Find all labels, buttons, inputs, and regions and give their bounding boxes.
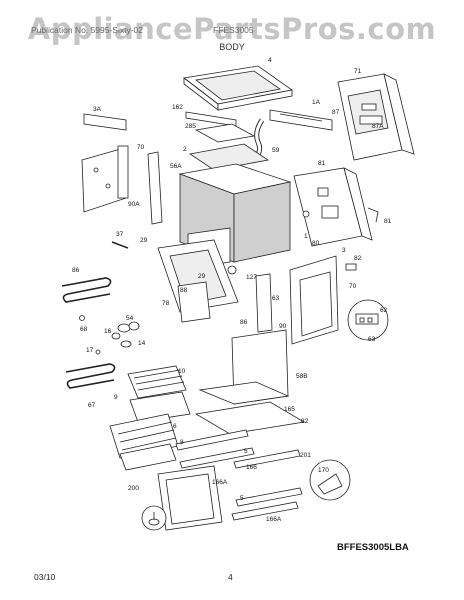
anti-tip-bracket[interactable] — [309, 459, 351, 501]
callout: 62 — [380, 307, 388, 314]
callout: 201 — [300, 452, 311, 459]
callout: 82 — [354, 255, 362, 262]
side-panel-left[interactable] — [177, 281, 211, 323]
light-socket[interactable] — [227, 265, 237, 275]
diagram-code: BFFES3005LBA — [337, 542, 409, 553]
page-number: 4 — [228, 572, 233, 582]
screw-17[interactable] — [95, 349, 101, 355]
drawer-slides[interactable] — [175, 429, 303, 521]
callout: 67 — [88, 402, 96, 409]
callout: 82 — [301, 418, 309, 425]
callout: 86 — [240, 319, 248, 326]
model-number: FFES3005 — [213, 25, 254, 35]
callout: 86 — [72, 267, 80, 274]
callout: 87A — [372, 123, 384, 130]
oven-body[interactable] — [178, 163, 292, 269]
screw[interactable] — [79, 315, 85, 321]
insulation-top[interactable] — [194, 123, 256, 143]
side-strip[interactable] — [147, 151, 163, 225]
callout: 127 — [246, 274, 257, 281]
callout: 6 — [173, 423, 177, 430]
callout: 17 — [86, 347, 94, 354]
callout: 9 — [114, 394, 118, 401]
callout: 8 — [180, 439, 184, 446]
bake-element-top[interactable] — [61, 277, 112, 303]
callout: 10 — [178, 368, 186, 375]
gas-fitting[interactable] — [111, 321, 140, 348]
callout: 80 — [312, 240, 320, 247]
broil-pan-rack[interactable] — [127, 365, 187, 399]
wire — [367, 207, 379, 223]
watermark: AppliancePartsPros.com — [27, 12, 437, 46]
base-tray[interactable] — [194, 401, 306, 435]
callout: 87 — [332, 109, 340, 116]
callout: 1A — [312, 99, 321, 106]
callout: 56A — [170, 163, 182, 170]
callout: 1 — [304, 233, 308, 240]
callout: 88 — [180, 287, 188, 294]
callout: 166A — [212, 479, 228, 486]
callout: 166A — [266, 516, 282, 523]
probe[interactable] — [111, 241, 129, 249]
side-panel-right[interactable] — [255, 273, 273, 333]
rear-rail[interactable] — [269, 109, 333, 131]
callout: 70 — [349, 283, 357, 290]
callout: 58B — [296, 373, 308, 380]
callout: 54 — [126, 315, 134, 322]
callout: 285 — [185, 123, 196, 130]
oven-racks[interactable] — [109, 413, 179, 471]
callout: 3A — [93, 106, 102, 113]
footer-date: 03/10 — [34, 572, 56, 582]
control-panel[interactable] — [337, 73, 415, 161]
callout: 5 — [240, 495, 244, 502]
callout: 166 — [246, 464, 257, 471]
callout: 16 — [104, 328, 112, 335]
callout: 78 — [162, 300, 170, 307]
callout: 59 — [272, 147, 280, 154]
callout-labels: 4 71 162 1A 3A 87 87A 285 2 59 70 56A 81… — [72, 57, 392, 523]
callout: 162 — [172, 104, 183, 111]
callout: 3 — [342, 247, 346, 254]
storage-drawer[interactable] — [157, 465, 223, 531]
callout: 5 — [244, 448, 248, 455]
callout: 2 — [183, 146, 187, 153]
leveling-leg[interactable] — [141, 505, 167, 531]
section-title: BODY — [219, 42, 245, 52]
left-side-panel[interactable] — [81, 145, 129, 213]
callout: 4 — [268, 57, 272, 64]
callout: 81 — [318, 160, 326, 167]
terminal-detail — [347, 299, 389, 341]
callout: 200 — [128, 485, 139, 492]
callout: 71 — [354, 68, 362, 75]
callout: 37 — [116, 231, 124, 238]
callout: 29 — [140, 237, 148, 244]
insulation-pad[interactable] — [188, 143, 270, 171]
publication-number: Publication No. 5995-Sixty-02 — [31, 25, 143, 35]
callout: 70 — [137, 144, 145, 151]
callout: 63 — [272, 295, 280, 302]
callout: 165 — [284, 406, 295, 413]
callout: 90 — [279, 323, 287, 330]
broil-pan[interactable] — [129, 391, 191, 423]
callout: 170 — [318, 467, 329, 474]
broil-element[interactable] — [65, 363, 116, 389]
bottom-panel[interactable] — [198, 329, 290, 405]
callout: 63 — [368, 336, 376, 343]
callout: 68 — [80, 326, 88, 333]
callout: 14 — [138, 340, 146, 347]
top-panel[interactable] — [183, 65, 294, 111]
callout: 81 — [384, 218, 392, 225]
side-trim[interactable] — [83, 113, 127, 131]
right-side-panel[interactable] — [289, 255, 339, 345]
callout: 29 — [198, 273, 206, 280]
connector[interactable] — [345, 263, 357, 271]
rear-box[interactable] — [293, 167, 373, 247]
callout: 90A — [128, 201, 140, 208]
